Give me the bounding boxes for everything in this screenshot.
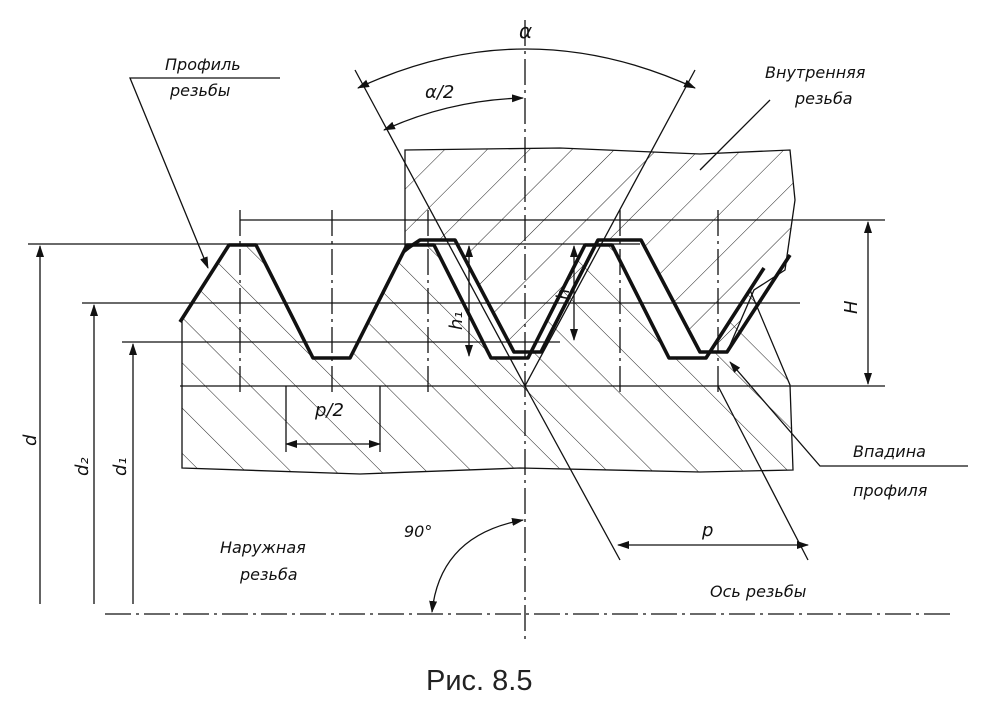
internal-profile-line — [404, 238, 792, 354]
leader-internal — [699, 99, 771, 171]
label-h1: h₁ — [446, 311, 467, 330]
label-angle-90: 90° — [404, 522, 432, 541]
label-root-line2: профиля — [853, 481, 928, 500]
external-profile-line — [178, 243, 766, 360]
label-root-line1: Впадина — [853, 442, 926, 461]
angle-90-arc — [429, 518, 524, 613]
label-internal-line1: Внутренняя — [765, 63, 866, 82]
figure-caption: Рис. 8.5 — [426, 665, 532, 697]
label-p-half: p/2 — [314, 400, 344, 421]
label-d: d — [20, 434, 41, 446]
label-p: p — [701, 520, 713, 541]
flank-extension-lower-2 — [717, 385, 809, 561]
label-internal-line2: резьба — [794, 89, 853, 108]
label-alpha: α — [519, 19, 532, 43]
label-profile-line1: Профиль — [165, 55, 241, 74]
alpha-half-arc — [383, 94, 524, 131]
flank-extension-lower — [524, 385, 621, 561]
label-alpha-half: α/2 — [425, 82, 454, 103]
flank-extension-right — [524, 69, 696, 387]
label-external-line1: Наружная — [220, 538, 306, 557]
alpha-arc — [357, 48, 696, 89]
label-external-line2: резьба — [239, 565, 298, 584]
leader-root — [729, 361, 968, 467]
label-H: H — [841, 300, 862, 314]
label-d1: d₁ — [110, 457, 131, 476]
label-thread-axis: Ось резьбы — [710, 582, 806, 601]
label-profile-line2: резьбы — [169, 81, 230, 100]
label-h: h — [553, 289, 574, 300]
leader-profile — [129, 77, 280, 269]
label-d2: d₂ — [72, 457, 93, 476]
